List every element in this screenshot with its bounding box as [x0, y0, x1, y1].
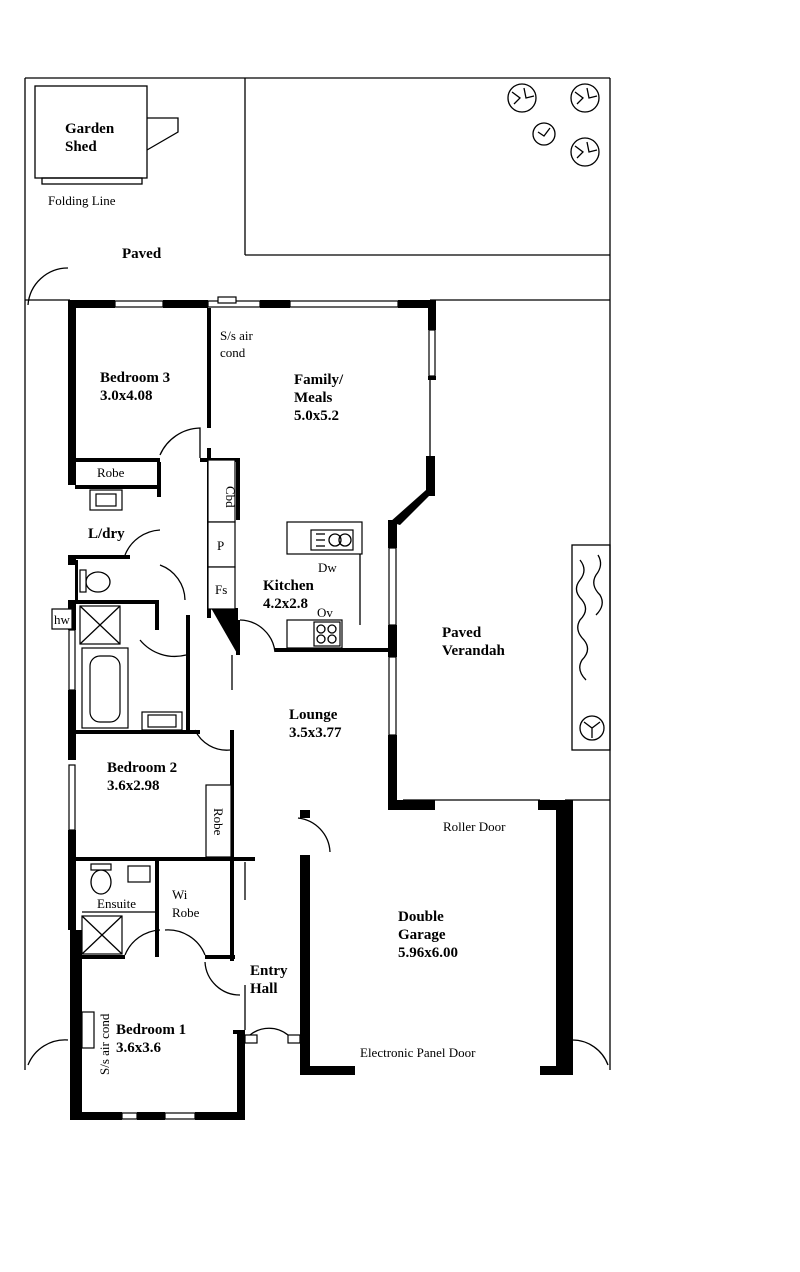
garage-label-1: Double	[398, 909, 444, 925]
verandah-label-2: Verandah	[442, 643, 505, 659]
sscond-bed1-label: S/s air cond	[97, 1013, 112, 1075]
robes	[81, 296, 237, 1049]
robe2-label: Robe	[211, 808, 226, 836]
robe3-label: Robe	[97, 465, 125, 480]
windows	[68, 300, 436, 1120]
folding-line-label: Folding Line	[48, 193, 116, 208]
bedroom2-size: 3.6x2.98	[107, 778, 160, 794]
ensuite-fixtures	[81, 863, 155, 955]
bedroom2-name: Bedroom 2	[107, 760, 177, 776]
tree-icon	[507, 83, 537, 113]
kitchen-name: Kitchen	[263, 578, 314, 594]
garden-shed-label: Garden	[65, 121, 115, 137]
house-walls	[68, 300, 573, 1120]
family-size: 5.0x5.2	[294, 408, 339, 424]
lounge-name: Lounge	[289, 707, 338, 723]
tree-icon	[570, 83, 600, 113]
panel-door-label: Electronic Panel Door	[360, 1045, 476, 1060]
ov-label: Ov	[317, 605, 333, 620]
sscond-top-1: S/s air	[220, 328, 254, 343]
entry-label-1: Entry	[250, 963, 288, 979]
bedroom3-name: Bedroom 3	[100, 370, 170, 386]
dw-label: Dw	[318, 560, 337, 575]
toilet-icon	[90, 863, 112, 895]
lounge-size: 3.5x3.77	[289, 725, 342, 741]
bedroom1-size: 3.6x3.6	[116, 1040, 162, 1056]
paved-label: Paved	[122, 246, 162, 262]
wirobe-label-2: Robe	[172, 905, 200, 920]
roller-door-label: Roller Door	[443, 819, 506, 834]
door-swings	[124, 427, 331, 1036]
entry-label-2: Hall	[250, 981, 278, 997]
fs-label: Fs	[215, 582, 227, 597]
garage-label-2: Garage	[398, 927, 446, 943]
sscond-top-2: cond	[220, 345, 246, 360]
tree-icon	[532, 122, 556, 146]
toilet-icon	[79, 569, 111, 593]
kitchen-size: 4.2x2.8	[263, 596, 308, 612]
bedroom1-name: Bedroom 1	[116, 1022, 186, 1038]
bedroom3-size: 3.0x4.08	[100, 388, 153, 404]
bathroom-fixtures	[51, 569, 183, 731]
ldry-label: L/dry	[88, 526, 125, 542]
labels: Garden Shed Folding Line Paved Bedroom 3…	[48, 121, 506, 1075]
ensuite-label: Ensuite	[97, 896, 136, 911]
wirobe-label-1: Wi	[172, 887, 188, 902]
garden-trees	[507, 83, 600, 167]
garage-size: 5.96x6.00	[398, 945, 458, 961]
verandah-planter	[571, 544, 611, 751]
interior-thin-lines	[231, 380, 431, 1030]
family-label-1: Family/	[294, 372, 344, 388]
laundry-fixtures	[89, 489, 123, 511]
kitchen-fixtures	[207, 459, 363, 649]
garden-shed	[34, 85, 179, 185]
side-gates	[27, 267, 609, 1066]
verandah-label-1: Paved	[442, 625, 482, 641]
internal-walls	[68, 308, 390, 1034]
pantry-label: P	[217, 538, 224, 553]
tree-icon	[570, 137, 600, 167]
plant-icon	[579, 715, 605, 741]
cbd-label: Cbd	[223, 486, 238, 508]
garden-shed-label-2: Shed	[65, 139, 97, 155]
family-label-2: Meals	[294, 390, 332, 406]
hw-label: hw	[54, 612, 71, 627]
